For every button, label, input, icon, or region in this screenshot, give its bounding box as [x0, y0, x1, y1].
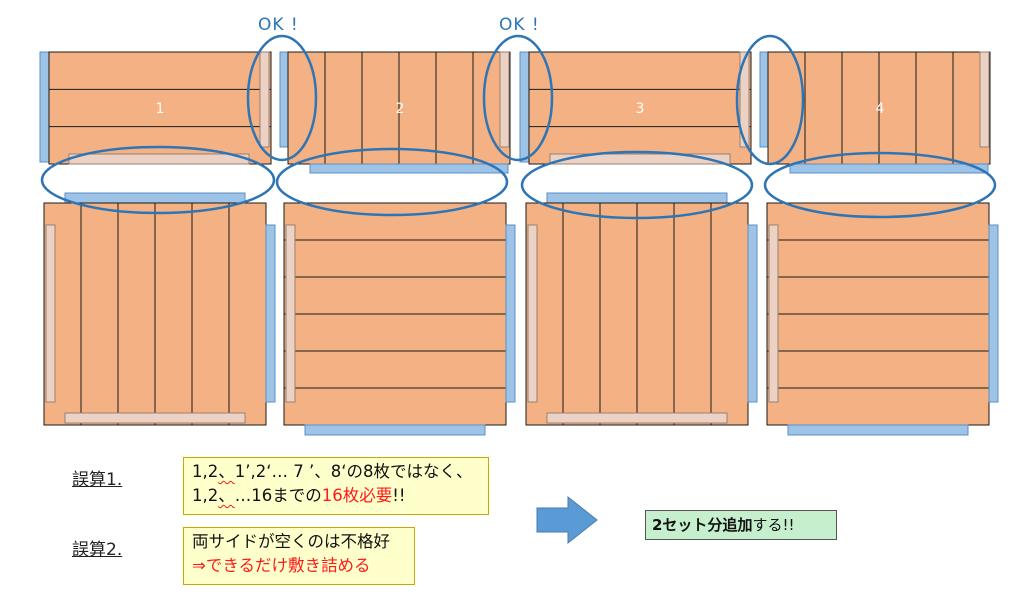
blue-strip	[64, 192, 246, 204]
pale-strip	[549, 153, 731, 165]
note-text-segment: 、	[218, 486, 235, 505]
note-2-line-2: ⇒できるだけ敷き詰める	[192, 554, 406, 578]
note-text-segment: 1’,2‘… 7 ’、8‘の8枚ではなく、	[234, 462, 473, 481]
panel-number-1: 1	[156, 101, 165, 117]
ok-mark-2: OK !	[499, 15, 540, 35]
ok-joint-ellipse-2	[482, 34, 554, 162]
note-2-line-1: 両サイドが空くのは不格好	[192, 530, 406, 554]
pale-strip	[768, 224, 779, 403]
blue-strip	[747, 224, 758, 403]
result-bold: 2セット分追加	[652, 516, 753, 534]
top-panel-3	[528, 51, 752, 165]
gap-ellipse-3	[520, 150, 754, 220]
blue-strip	[309, 163, 509, 174]
result-box: 2セット分追加する!!	[645, 510, 837, 540]
blue-strip	[304, 424, 486, 436]
note-text-segment: 1,2	[192, 462, 219, 481]
ok-mark-1: OK !	[258, 15, 299, 35]
ok-joint-ellipse-1	[246, 34, 318, 162]
note-text-segment: 、	[218, 462, 235, 481]
blue-strip	[789, 163, 989, 174]
pale-strip	[259, 51, 270, 148]
note-1-line-1: 1,2、1’,2‘… 7 ’、8‘の8枚ではなく、	[192, 460, 480, 484]
right-arrow	[536, 495, 598, 545]
blue-strip	[279, 51, 289, 148]
pale-strip	[45, 224, 56, 403]
pale-strip	[68, 153, 250, 165]
blue-strip	[546, 192, 728, 204]
top-panel-1	[48, 51, 272, 165]
gap-ellipse-2	[275, 147, 509, 217]
panel-number-3: 3	[636, 101, 645, 117]
pale-strip	[285, 224, 296, 403]
note-label-1: 誤算1.	[72, 470, 123, 490]
panel-number-4: 4	[876, 101, 885, 117]
note-text-segment: 1,2	[192, 486, 219, 505]
blue-strip	[519, 51, 530, 163]
note-box-1: 1,2、1’,2‘… 7 ’、8‘の8枚ではなく、1,2、…16までの16枚必要…	[183, 457, 489, 515]
note-text-segment: 16枚必要	[321, 486, 393, 505]
blue-strip	[759, 51, 769, 148]
note-text-segment: !!	[392, 486, 406, 505]
pale-strip	[546, 412, 728, 424]
blue-strip	[39, 51, 50, 163]
note-1-line-2: 1,2、…16までの16枚必要!!	[192, 484, 480, 508]
blue-strip	[787, 424, 969, 436]
pale-strip	[64, 412, 246, 424]
note-text-segment: …16までの	[234, 486, 322, 505]
blue-strip	[265, 224, 276, 403]
pale-strip	[979, 51, 990, 148]
pale-strip	[527, 224, 538, 403]
gap-ellipse-4	[763, 151, 997, 219]
gap-ellipse-1	[40, 145, 276, 215]
note-text-segment: ⇒できるだけ敷き詰める	[192, 556, 371, 575]
pale-strip	[739, 51, 750, 148]
note-text-segment: 両サイドが空くのは不格好	[192, 532, 390, 551]
result-rest: する!!	[752, 516, 795, 534]
blue-strip	[505, 224, 516, 403]
blue-strip	[988, 224, 999, 403]
panel-number-2: 2	[396, 101, 405, 117]
joint-ellipse-3	[735, 34, 805, 166]
pale-strip	[499, 51, 510, 148]
note-label-2: 誤算2.	[72, 540, 123, 560]
note-box-2: 両サイドが空くのは不格好 ⇒できるだけ敷き詰める	[183, 527, 415, 585]
